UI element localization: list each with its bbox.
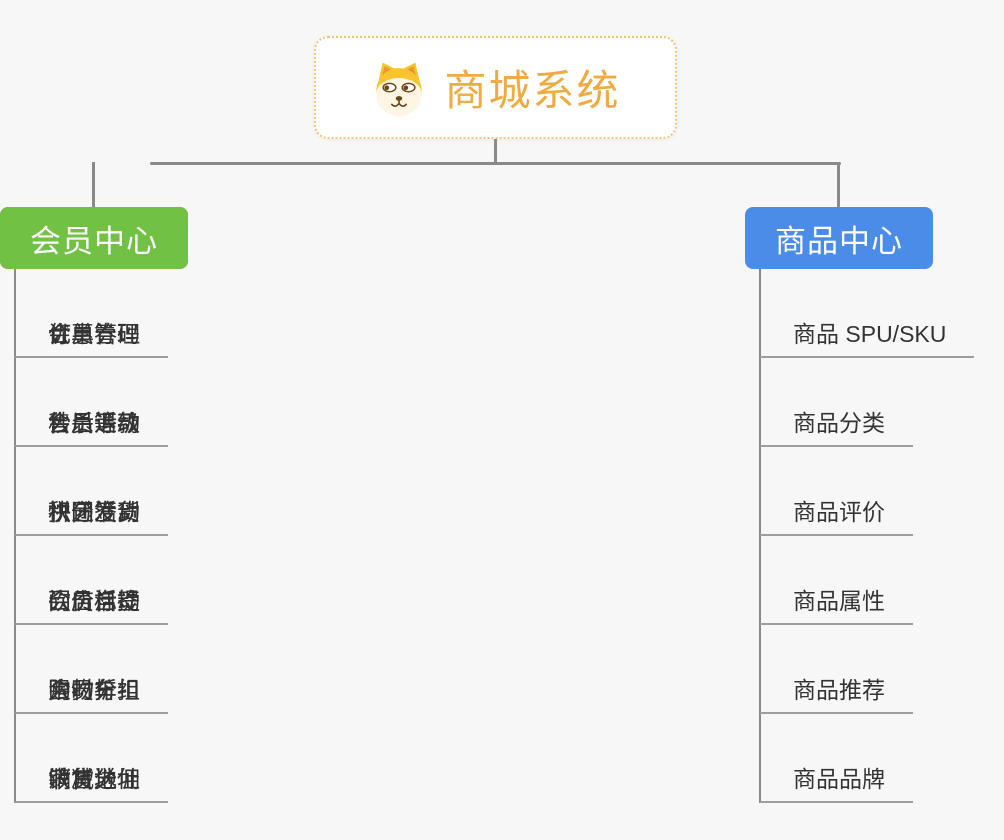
child-topic[interactable]: 商品分类 <box>745 358 995 447</box>
branch-children: 商品 SPU/SKU 商品分类商品评价商品属性商品推荐商品品牌 <box>745 269 995 803</box>
child-topic[interactable]: 会员管理 <box>0 269 250 358</box>
child-topic[interactable]: 商品品牌 <box>745 714 995 803</box>
child-topic[interactable]: 商品推荐 <box>745 625 995 714</box>
child-topic-label: 商品推荐 <box>760 671 913 714</box>
child-topic[interactable]: 商品属性 <box>745 536 995 625</box>
child-topic-label: 商品属性 <box>760 582 913 625</box>
branch-vertical-line <box>759 269 761 803</box>
child-topic-label: 商品评价 <box>760 493 913 536</box>
root-title: 商城系统 <box>444 67 621 114</box>
child-topic-label: 会员管理 <box>15 315 168 358</box>
root-node[interactable]: 商城系统 <box>314 36 677 139</box>
child-topic[interactable]: 商品 SPU/SKU <box>745 269 995 358</box>
child-topic[interactable]: 会员分组 <box>0 625 250 714</box>
branch-column: 商品中心 商品 SPU/SKU 商品分类商品评价商品属性商品推荐商品品牌 <box>745 162 995 807</box>
child-topic-label: 会员分组 <box>15 671 168 714</box>
child-topic-label: 商品 SPU/SKU <box>760 315 975 358</box>
child-topic[interactable]: 收货地址 <box>0 714 250 803</box>
dog-face-icon <box>370 59 428 117</box>
branch-column: 会员中心 会员管理会员等级积分签到会员标签会员分组收货地址 <box>0 162 250 807</box>
child-topic-label: 商品分类 <box>760 404 913 447</box>
branch-drop-line <box>837 162 840 207</box>
child-topic[interactable]: 会员等级 <box>0 358 250 447</box>
branch-vertical-line <box>14 269 16 803</box>
child-topic-label: 商品品牌 <box>760 760 913 803</box>
child-topic-label: 积分签到 <box>15 493 168 536</box>
branch-children: 会员管理会员等级积分签到会员标签会员分组收货地址 <box>0 269 250 803</box>
branch-header-4[interactable]: 会员中心 <box>0 207 188 269</box>
branch-drop-line <box>92 162 95 207</box>
branch-header-1[interactable]: 商品中心 <box>745 207 933 269</box>
branch-bus-line <box>150 162 841 165</box>
child-topic[interactable]: 积分签到 <box>0 447 250 536</box>
child-topic-label: 会员标签 <box>15 582 168 625</box>
child-topic[interactable]: 商品评价 <box>745 447 995 536</box>
child-topic-label: 收货地址 <box>15 760 168 803</box>
child-topic[interactable]: 会员标签 <box>0 536 250 625</box>
child-topic-label: 会员等级 <box>15 404 168 447</box>
root-stem-line <box>494 139 497 163</box>
